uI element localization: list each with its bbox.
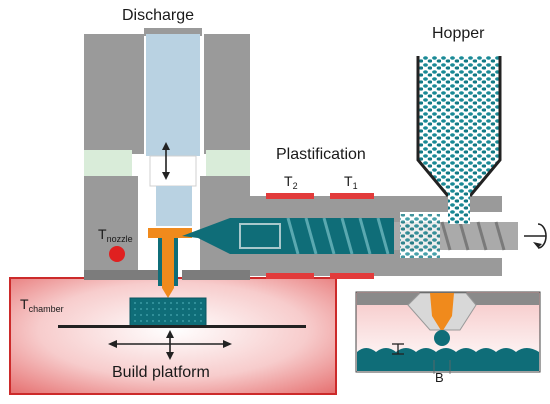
build-platform-label: Build platform [112,364,210,381]
t-chamber-symbol: T [20,296,29,312]
t2-label: T2 [284,173,298,191]
t-nozzle-label: Tnozzle [98,226,133,244]
discharge-nozzle [148,228,192,298]
nozzle-temperature-sensor [109,246,125,262]
t1-subscript: 1 [352,181,358,191]
extruder-screw [182,214,518,258]
t1-label: T1 [344,173,358,191]
t2-symbol: T [284,173,293,189]
cross-arrow-icon [108,330,232,360]
b-dimension-label: B [435,370,444,385]
build-platform [58,325,306,328]
discharge-label: Discharge [122,7,195,24]
heater-bands [266,193,374,279]
printed-part [129,297,207,327]
rotation-arrow-icon [524,223,547,249]
t-chamber-label: Tchamber [20,296,64,314]
t-chamber-subscript: chamber [28,304,64,314]
hopper [416,56,502,224]
t1-symbol: T [344,173,353,189]
t-nozzle-symbol: T [98,226,107,242]
discharge-piston [144,28,202,226]
t2-subscript: 2 [292,181,298,191]
double-arrow-vertical-icon [162,142,170,180]
plastification-label: Plastification [276,146,366,163]
nozzle-detail-inset [355,291,541,374]
hopper-label: Hopper [432,25,485,42]
t-nozzle-subscript: nozzle [106,234,133,244]
